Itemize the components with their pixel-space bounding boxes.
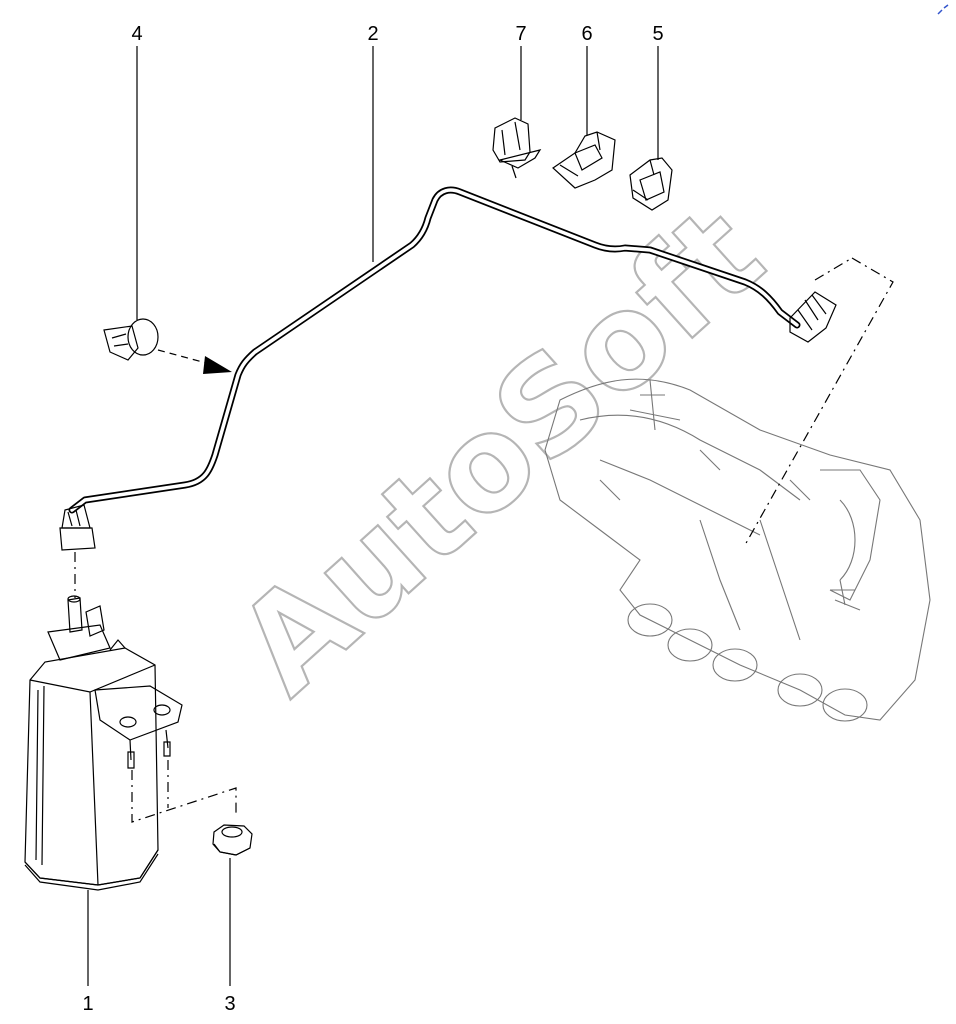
callout-5: 5 (652, 23, 663, 45)
clip-4 (103, 318, 232, 374)
clip-5 (629, 157, 673, 211)
watermark-text: AutoSoft (209, 178, 791, 723)
nut-guide-line (131, 770, 237, 823)
flange-nut (212, 824, 253, 856)
vapor-hose (59, 186, 837, 551)
intake-manifold (544, 378, 931, 722)
routing-guide-line (744, 257, 894, 546)
callout-2: 2 (367, 23, 378, 45)
clip-7 (492, 117, 542, 179)
callout-3: 3 (224, 993, 235, 1015)
corner-mark (937, 4, 949, 15)
callout-7: 7 (515, 23, 526, 45)
clip-6 (552, 131, 616, 189)
charcoal-canister (24, 595, 183, 891)
leader-lines (87, 46, 659, 986)
callout-4: 4 (131, 23, 142, 45)
callout-6: 6 (581, 23, 592, 45)
callout-1: 1 (82, 993, 93, 1015)
